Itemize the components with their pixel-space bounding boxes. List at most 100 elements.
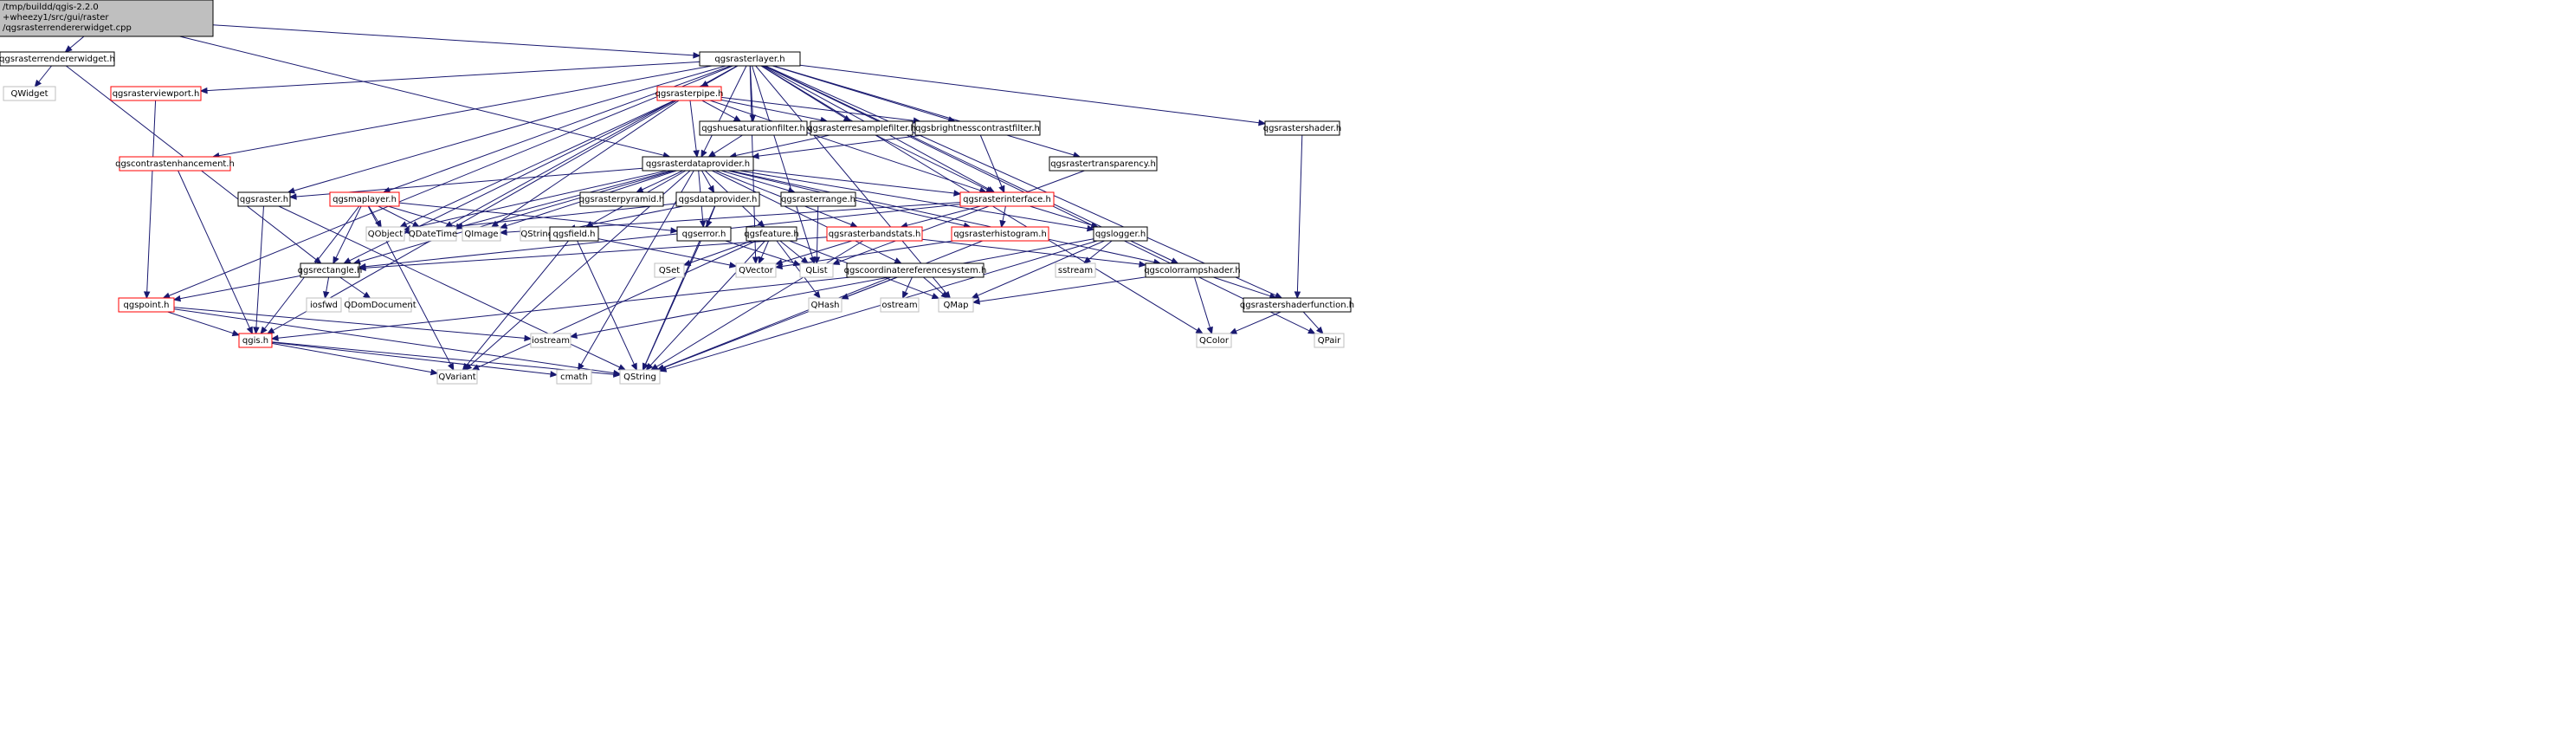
edge-qgscontrastenhancement_h-to-qgis_h: [178, 170, 253, 335]
edge-line: [218, 65, 713, 157]
node-box: [409, 226, 457, 242]
node-qgsfeature_h[interactable]: qgsfeature.h: [744, 226, 799, 242]
node-qgsrectangle_h[interactable]: qgsrectangle.h: [298, 262, 363, 278]
edge-line: [725, 240, 795, 264]
edge-arrowhead: [636, 186, 644, 193]
node-qgsrastertransparency_h[interactable]: qgsrastertransparency.h: [1049, 156, 1158, 172]
node-label: qgsfeature.h: [744, 230, 799, 239]
node-qgsrasterlayer_h[interactable]: qgsrasterlayer.h: [699, 51, 801, 67]
edge-arrowhead: [1274, 292, 1283, 299]
edge-line: [1088, 240, 1113, 260]
edge-qgsrasterlayer_h-to-qgsrastershader_h: [799, 64, 1267, 126]
edge-arrowhead: [630, 362, 637, 372]
node-label: QImage: [464, 230, 498, 239]
edge-qgsfeature_h-to-QVariant: [471, 240, 757, 371]
node-qgsbrightnesscontrastfilter_h[interactable]: qgsbrightnesscontrastfilter.h: [914, 120, 1041, 136]
node-qgshuesaturationfilter_h[interactable]: qgshuesaturationfilter.h: [699, 120, 808, 136]
edge-root-to-qgsrasterlayer_h: [212, 24, 701, 59]
node-qgsmaplayer_h[interactable]: qgsmaplayer.h: [329, 191, 400, 207]
edge-qgsrasterviewport_h-to-qgspoint_h: [143, 100, 157, 300]
node-qgsrasterdataprovider_h[interactable]: qgsrasterdataprovider.h: [642, 156, 754, 172]
edge-arrowhead: [260, 326, 268, 335]
edge-line: [597, 238, 731, 266]
node-qgserror_h[interactable]: qgserror.h: [676, 226, 732, 242]
node-box: [938, 297, 974, 313]
edge-line: [1213, 276, 1271, 297]
edge-arrowhead: [1082, 256, 1092, 264]
edge-qgsrastertransparency_h-to-QList: [831, 170, 1085, 265]
node-qgsrastershaderfunction_h[interactable]: qgsrastershaderfunction.h: [1240, 297, 1354, 313]
node-qgsrasterrange_h[interactable]: qgsrasterrange.h: [780, 191, 856, 207]
node-qgsraster_h[interactable]: qgsraster.h: [237, 191, 291, 207]
node-label: qgslogger.h: [1095, 230, 1146, 239]
node-qgsrasterhistogram_h[interactable]: qgsrasterhistogram.h: [951, 226, 1049, 242]
node-qgsrasterpipe_h[interactable]: qgsrasterpipe.h: [655, 86, 724, 101]
node-QDomDocument: QDomDocument: [344, 297, 416, 313]
node-box: [329, 191, 400, 207]
node-qgscoordinatereferencesystem_h[interactable]: qgscoordinatereferencesystem.h: [844, 262, 987, 278]
edge-arrowhead: [758, 256, 765, 265]
node-label: qgsfield.h: [553, 230, 596, 239]
node-qgslogger_h[interactable]: qgslogger.h: [1093, 226, 1148, 242]
edge-line: [206, 61, 700, 92]
node-root[interactable]: /tmp/buildd/qgis-2.2.0+wheezy1/src/gui/r…: [0, 0, 214, 37]
node-qgspoint_h[interactable]: qgspoint.h: [118, 297, 175, 313]
node-box: [675, 191, 760, 207]
node-qgsrasterinterface_h[interactable]: qgsrasterinterface.h: [959, 191, 1055, 207]
edge-line: [146, 100, 157, 293]
edge-arrowhead: [34, 79, 42, 87]
edge-arrowhead: [332, 256, 339, 265]
edge-qgsraster_h-to-qgis_h: [253, 205, 264, 335]
edge-qgsrasterdataprovider_h-to-qgscolorrampshader_h: [729, 170, 1162, 266]
edge-arrowhead: [813, 290, 821, 300]
edge-arrowhead: [490, 220, 500, 228]
edge-line: [701, 100, 736, 120]
node-qgsrastershader_h[interactable]: qgsrastershader.h: [1263, 120, 1341, 136]
node-cmath: cmath: [556, 369, 592, 385]
node-qgsdataprovider_h[interactable]: qgsdataprovider.h: [675, 191, 760, 207]
edge-line: [272, 65, 739, 331]
edge-line: [905, 276, 913, 293]
edge-qgsrasterdataprovider_h-to-qgsrasterrange_h: [720, 170, 797, 194]
edge-qgscolorrampshader_h-to-qgsrastershaderfunction_h: [1213, 276, 1278, 300]
edge-qgsrasterpipe_h-to-qgshuesaturationfilter_h: [701, 100, 742, 122]
node-box: [1243, 297, 1352, 313]
node-qgis_h[interactable]: qgis.h: [238, 333, 273, 348]
node-label: qgsrastertransparency.h: [1050, 159, 1156, 169]
edge-qgslogger_h-to-QMap: [971, 240, 1105, 299]
node-box: [1049, 156, 1158, 172]
node-qgsfield_h[interactable]: qgsfield.h: [549, 226, 599, 242]
edge-arrowhead: [288, 193, 297, 200]
edge-line: [378, 205, 415, 225]
edge-arrowhead: [499, 229, 507, 236]
node-label: qgspoint.h: [124, 301, 170, 310]
edge-qgsrasterdataprovider_h-to-qgsrectangle_h: [352, 170, 675, 265]
node-ostream: ostream: [880, 297, 920, 313]
edge-arrowhead: [733, 115, 742, 122]
node-qgscolorrampshader_h[interactable]: qgscolorrampshader.h: [1144, 262, 1241, 278]
edge-line: [781, 240, 954, 267]
edge-line: [179, 275, 301, 300]
node-qgsrasterrendererwidget_h[interactable]: qgsrasterrendererwidget.h: [0, 51, 115, 67]
node-qgsrasterresamplefilter_h[interactable]: qgsrasterresamplefilter.h: [807, 120, 916, 136]
node-label: qgsrasterviewport.h: [113, 89, 200, 99]
edge-qgsrasterrendererwidget_h-to-QWidget: [34, 65, 52, 87]
node-label: qgsbrightnesscontrastfilter.h: [915, 124, 1040, 133]
edge-qgsrectangle_h-to-iosfwd: [323, 276, 330, 300]
node-QSet: QSet: [654, 262, 685, 278]
edge-arrowhead: [569, 332, 578, 340]
node-label: +wheezy1/src/gui/raster: [3, 13, 109, 23]
node-qgscontrastenhancement_h[interactable]: qgscontrastenhancement.h: [115, 156, 235, 172]
node-box: [530, 333, 571, 348]
edge-line: [921, 238, 1140, 265]
edge-arrowhead: [699, 220, 707, 229]
edge-line: [781, 240, 853, 263]
edge-arrowhead: [645, 362, 654, 371]
node-qgsrasterbandstats_h[interactable]: qgsrasterbandstats.h: [826, 226, 923, 242]
edge-arrowhead: [642, 362, 649, 372]
edge-arrowhead: [953, 190, 962, 197]
node-box: [642, 156, 754, 172]
node-qgsrasterpyramid_h[interactable]: qgsrasterpyramid.h: [579, 191, 664, 207]
node-box: [1055, 262, 1096, 278]
node-qgsrasterviewport_h[interactable]: qgsrasterviewport.h: [110, 86, 202, 101]
